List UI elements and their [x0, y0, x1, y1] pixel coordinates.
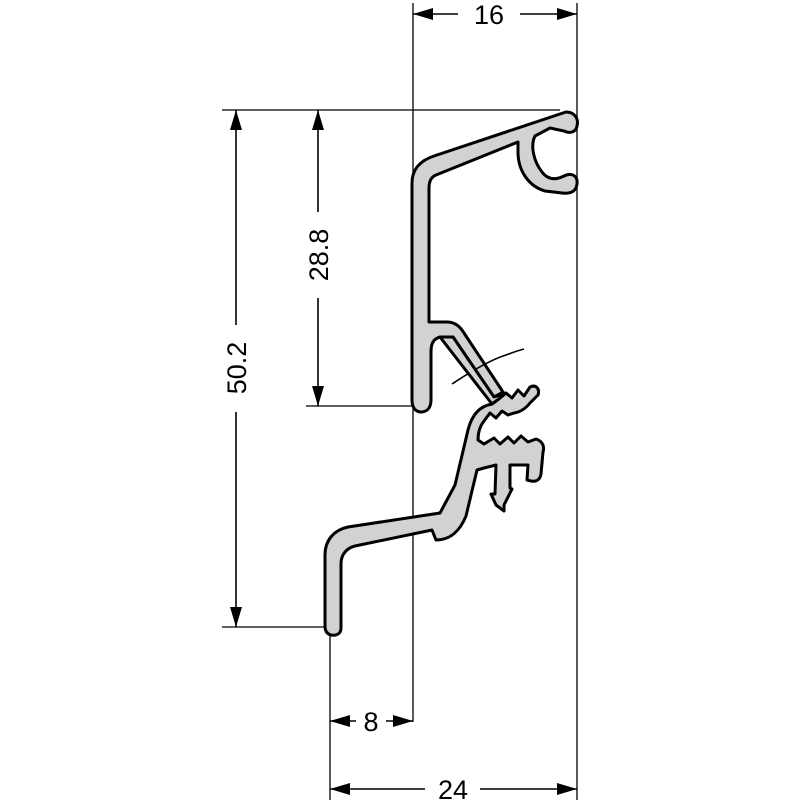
dimension-upper-height: 28.8: [304, 110, 334, 406]
dimension-bottom-width: 24: [330, 775, 577, 800]
arrow-head: [557, 783, 577, 795]
dimension-label-bottom-width: 24: [438, 775, 468, 800]
dimension-top-width: 16: [413, 0, 577, 30]
arrow-head: [312, 110, 324, 130]
lower-profile: [323, 384, 546, 637]
dimension-label-total-height: 50.2: [222, 342, 252, 395]
arrow-head: [393, 715, 413, 727]
dimension-total-height: 50.2: [222, 110, 252, 627]
arrow-head: [312, 386, 324, 406]
arrow-head: [330, 783, 350, 795]
arrow-head: [230, 110, 242, 130]
arrow-head: [557, 8, 577, 20]
diagonal-web: [438, 335, 508, 406]
arrow-head: [330, 715, 350, 727]
dimension-label-offset: 8: [363, 707, 378, 737]
dimension-offset: 8: [330, 707, 413, 737]
dimension-label-upper-height: 28.8: [304, 229, 334, 282]
dimension-label-top-width: 16: [474, 0, 504, 30]
upper-profile: [410, 110, 579, 414]
arrow-head: [230, 607, 242, 627]
arrow-head: [413, 8, 433, 20]
